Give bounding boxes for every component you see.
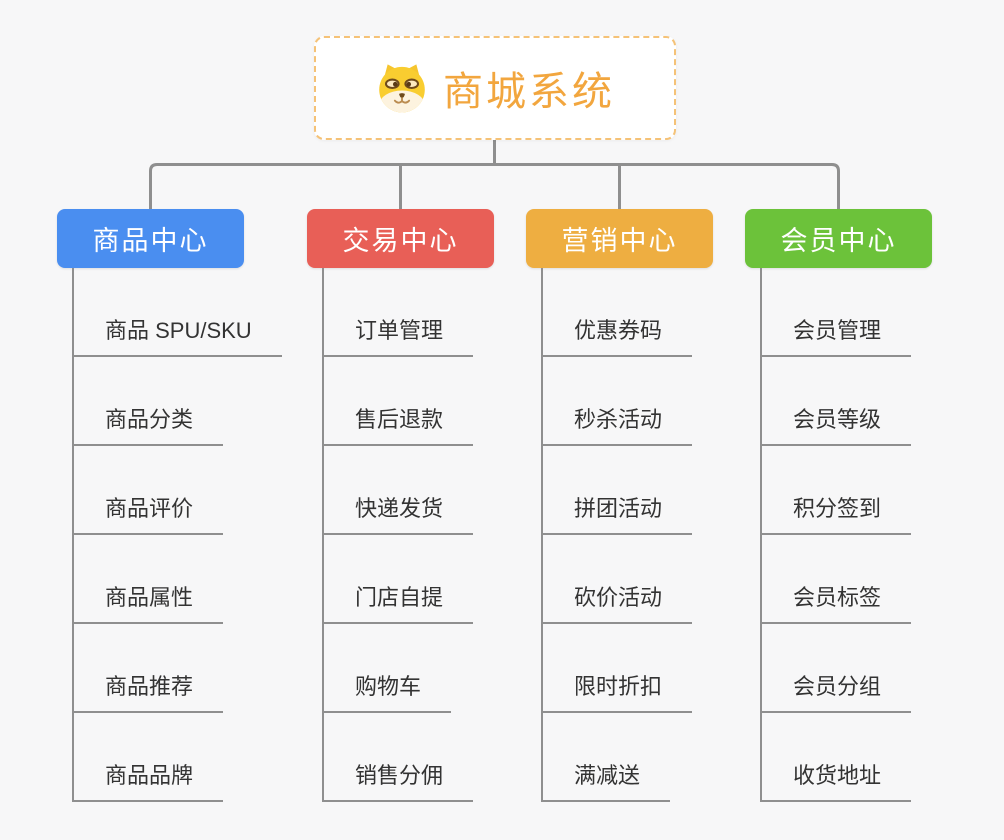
topic-item[interactable]: 积分签到 xyxy=(760,494,912,535)
topic-item[interactable]: 会员等级 xyxy=(760,405,912,446)
topic-item[interactable]: 订单管理 xyxy=(322,316,474,357)
topic-item[interactable]: 购物车 xyxy=(322,672,452,713)
branch-children-member-center: 会员管理 会员等级 积分签到 会员标签 会员分组 收货地址 xyxy=(760,268,995,802)
branch-bar-line xyxy=(149,163,840,209)
topic-item[interactable]: 拼团活动 xyxy=(541,494,693,535)
branch-connector-line xyxy=(322,268,324,802)
branch-topic-marketing-center[interactable]: 营销中心 xyxy=(526,209,713,268)
topic-item[interactable]: 商品 SPU/SKU xyxy=(72,316,282,357)
topic-item[interactable]: 商品推荐 xyxy=(72,672,224,713)
branch-topic-trade-center[interactable]: 交易中心 xyxy=(307,209,494,268)
root-topic[interactable]: 商城系统 xyxy=(314,36,676,140)
topic-item[interactable]: 会员标签 xyxy=(760,583,912,624)
dog-face-icon xyxy=(379,64,425,113)
branch-connector-line xyxy=(760,268,762,802)
branch-topic-member-center[interactable]: 会员中心 xyxy=(745,209,932,268)
topic-item[interactable]: 砍价活动 xyxy=(541,583,693,624)
topic-item[interactable]: 门店自提 xyxy=(322,583,474,624)
topic-item[interactable]: 商品评价 xyxy=(72,494,224,535)
topic-item[interactable]: 秒杀活动 xyxy=(541,405,693,446)
branch-children-trade-center: 订单管理 售后退款 快递发货 门店自提 购物车 销售分佣 xyxy=(322,268,557,802)
topic-item[interactable]: 收货地址 xyxy=(760,761,912,802)
topic-item[interactable]: 会员分组 xyxy=(760,672,912,713)
topic-item[interactable]: 限时折扣 xyxy=(541,672,693,713)
topic-item[interactable]: 商品品牌 xyxy=(72,761,224,802)
root-topic-label: 商城系统 xyxy=(443,70,615,114)
branch-children-marketing-center: 优惠券码 秒杀活动 拼团活动 砍价活动 限时折扣 满减送 xyxy=(541,268,776,802)
topic-item[interactable]: 售后退款 xyxy=(322,405,474,446)
branch-topic-product-center[interactable]: 商品中心 xyxy=(57,209,244,268)
topic-item[interactable]: 会员管理 xyxy=(760,316,912,357)
topic-item[interactable]: 快递发货 xyxy=(322,494,474,535)
branch-children-product-center: 商品 SPU/SKU 商品分类 商品评价 商品属性 商品推荐 商品品牌 xyxy=(72,268,307,802)
topic-item[interactable]: 满减送 xyxy=(541,761,671,802)
topic-item[interactable]: 优惠券码 xyxy=(541,316,693,357)
topic-item[interactable]: 商品分类 xyxy=(72,405,224,446)
topic-item[interactable]: 商品属性 xyxy=(72,583,224,624)
branch-connector-line xyxy=(72,268,74,802)
branch-connector-line xyxy=(541,268,543,802)
topic-item[interactable]: 销售分佣 xyxy=(322,761,474,802)
